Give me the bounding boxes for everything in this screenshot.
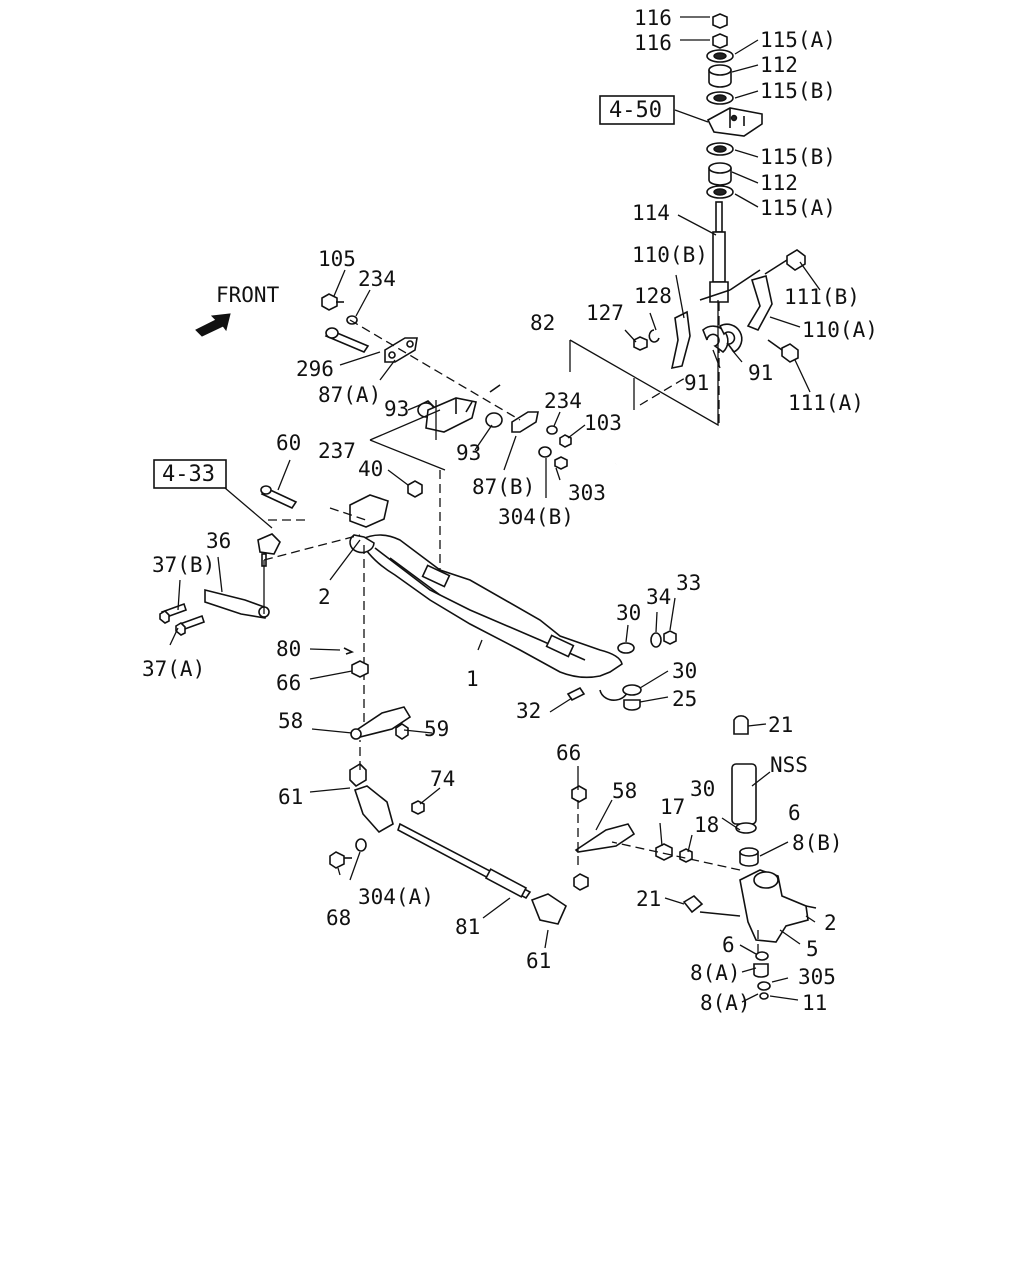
label-5[interactable]: 5 xyxy=(806,937,819,961)
label-116b[interactable]: 116 xyxy=(634,31,672,55)
label-93a[interactable]: 93 xyxy=(384,397,409,421)
label-nss[interactable]: NSS xyxy=(770,753,808,777)
label-60[interactable]: 60 xyxy=(276,431,301,455)
label-114[interactable]: 114 xyxy=(632,201,670,225)
front-label: FRONT xyxy=(216,283,280,307)
label-33[interactable]: 33 xyxy=(676,571,701,595)
label-59[interactable]: 59 xyxy=(424,717,449,741)
label-115a-bot[interactable]: 115(A) xyxy=(760,196,836,220)
label-87b[interactable]: 87(B) xyxy=(472,475,535,499)
label-11[interactable]: 11 xyxy=(802,991,827,1015)
stabilizer-clamp-group xyxy=(633,249,806,370)
label-37a[interactable]: 37(A) xyxy=(142,657,205,681)
label-6a[interactable]: 6 xyxy=(788,801,801,825)
label-116a[interactable]: 116 xyxy=(634,6,672,30)
label-91b[interactable]: 91 xyxy=(748,361,773,385)
label-18[interactable]: 18 xyxy=(694,813,719,837)
label-30c[interactable]: 30 xyxy=(690,777,715,801)
label-61b[interactable]: 61 xyxy=(526,949,551,973)
ref-box-4-50[interactable]: 4-50 xyxy=(599,95,675,125)
label-110a[interactable]: 110(A) xyxy=(802,318,878,342)
label-234a[interactable]: 234 xyxy=(358,267,396,291)
label-93b[interactable]: 93 xyxy=(456,441,481,465)
label-2a[interactable]: 2 xyxy=(318,585,331,609)
label-66b[interactable]: 66 xyxy=(556,741,581,765)
label-82[interactable]: 82 xyxy=(530,311,555,335)
label-8a2[interactable]: 8(A) xyxy=(700,991,751,1015)
label-112-bot[interactable]: 112 xyxy=(760,171,798,195)
ref-4-33-label: 4-33 xyxy=(162,462,215,487)
leader-lines xyxy=(169,16,821,1003)
label-127[interactable]: 127 xyxy=(586,301,624,325)
label-37b[interactable]: 37(B) xyxy=(152,553,215,577)
label-296[interactable]: 296 xyxy=(296,357,334,381)
label-58b[interactable]: 58 xyxy=(612,779,637,803)
label-128[interactable]: 128 xyxy=(634,284,672,308)
label-8a1[interactable]: 8(A) xyxy=(690,961,741,985)
stabilizer-bar xyxy=(489,300,719,466)
label-111a[interactable]: 111(A) xyxy=(788,391,864,415)
label-6b[interactable]: 6 xyxy=(722,933,735,957)
label-32[interactable]: 32 xyxy=(516,699,541,723)
label-80[interactable]: 80 xyxy=(276,637,301,661)
stabilizer-mount-group xyxy=(321,293,572,600)
label-30b[interactable]: 30 xyxy=(672,659,697,683)
label-304b[interactable]: 304(B) xyxy=(498,505,574,529)
label-103[interactable]: 103 xyxy=(584,411,622,435)
label-110b[interactable]: 110(B) xyxy=(632,243,708,267)
front-arrow-icon xyxy=(195,313,231,337)
label-105[interactable]: 105 xyxy=(318,247,356,271)
label-115a-top[interactable]: 115(A) xyxy=(760,28,836,52)
part-labels: 116 116 115(A) 112 115(B) 115(B) 112 115… xyxy=(142,6,878,1015)
label-112-top[interactable]: 112 xyxy=(760,53,798,77)
label-61a[interactable]: 61 xyxy=(278,785,303,809)
label-115b-top[interactable]: 115(B) xyxy=(760,79,836,103)
label-21a[interactable]: 21 xyxy=(768,713,793,737)
label-234b[interactable]: 234 xyxy=(544,389,582,413)
stabilizer-link-stack xyxy=(706,13,763,425)
label-111b[interactable]: 111(B) xyxy=(784,285,860,309)
front-axle-beam xyxy=(159,480,677,730)
label-115b-bot[interactable]: 115(B) xyxy=(760,145,836,169)
label-237[interactable]: 237 xyxy=(318,439,356,463)
label-40[interactable]: 40 xyxy=(358,457,383,481)
right-knuckle-group xyxy=(611,715,817,1000)
label-68[interactable]: 68 xyxy=(326,906,351,930)
label-304a[interactable]: 304(A) xyxy=(358,885,434,909)
label-303[interactable]: 303 xyxy=(568,481,606,505)
label-2b[interactable]: 2 xyxy=(824,911,837,935)
label-81[interactable]: 81 xyxy=(455,915,480,939)
label-58a[interactable]: 58 xyxy=(278,709,303,733)
label-25[interactable]: 25 xyxy=(672,687,697,711)
label-1[interactable]: 1 xyxy=(466,667,479,691)
label-36[interactable]: 36 xyxy=(206,529,231,553)
label-91a[interactable]: 91 xyxy=(684,371,709,395)
label-305[interactable]: 305 xyxy=(798,965,836,989)
drag-link-group xyxy=(329,647,636,925)
label-21b[interactable]: 21 xyxy=(636,887,661,911)
label-74[interactable]: 74 xyxy=(430,767,455,791)
label-34[interactable]: 34 xyxy=(646,585,671,609)
label-66a[interactable]: 66 xyxy=(276,671,301,695)
label-17[interactable]: 17 xyxy=(660,795,685,819)
label-30a[interactable]: 30 xyxy=(616,601,641,625)
label-87a[interactable]: 87(A) xyxy=(318,383,381,407)
ref-4-50-label: 4-50 xyxy=(609,98,662,123)
ref-box-4-33[interactable]: 4-33 xyxy=(153,459,227,489)
label-8b[interactable]: 8(B) xyxy=(792,831,843,855)
